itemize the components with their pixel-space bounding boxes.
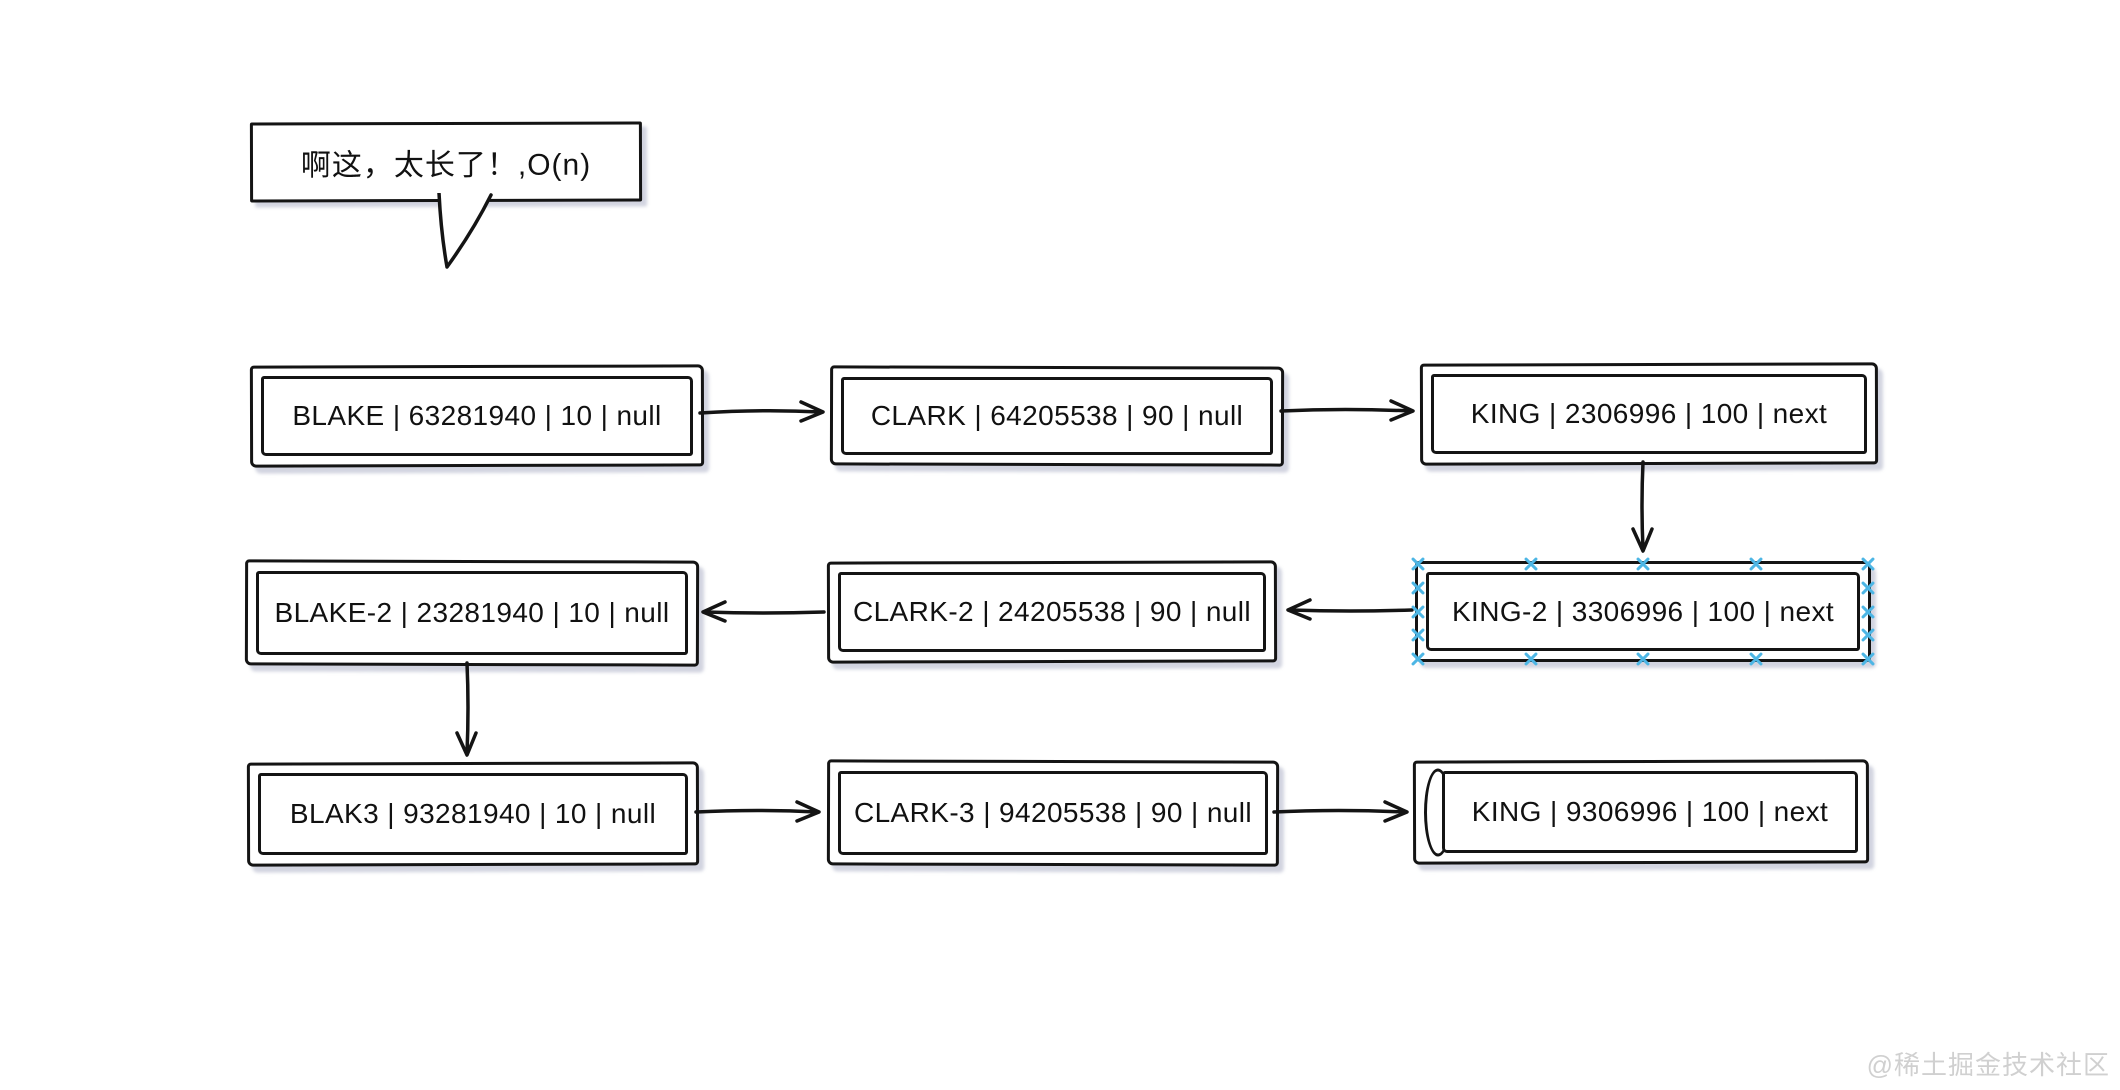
node-label: BLAKE | 63281940 | 10 | null	[292, 400, 662, 431]
selection-handle-icon[interactable]	[1409, 555, 1427, 573]
selection-handle-icon[interactable]	[1634, 555, 1652, 573]
arrow-blake-2-to-blak3[interactable]	[455, 661, 478, 757]
node-label: KING | 9306996 | 100 | next	[1471, 795, 1829, 827]
node-king-3-inner: KING | 9306996 | 100 | next	[1442, 770, 1858, 853]
node-label: KING | 2306996 | 100 | next	[1470, 398, 1828, 429]
node-clark-3-inner: CLARK-3 | 94205538 | 90 | null	[838, 771, 1268, 855]
selection-handle-icon[interactable]	[1859, 626, 1877, 644]
node-blake[interactable]: BLAKE | 63281940 | 10 | null	[249, 364, 705, 468]
arrow-king-to-king-2[interactable]	[1631, 460, 1654, 553]
selection-handle-icon[interactable]	[1522, 650, 1540, 668]
selection-handle-icon[interactable]	[1409, 579, 1427, 597]
node-king-2[interactable]: KING-2 | 3306996 | 100 | next	[1415, 561, 1871, 662]
arrow-clark-3-to-king-3[interactable]	[1272, 800, 1409, 823]
node-label: KING-2 | 3306996 | 100 | next	[1451, 595, 1835, 627]
watermark: @稀土掘金技术社区	[1866, 1050, 2110, 1080]
node-clark-3[interactable]: CLARK-3 | 94205538 | 90 | null	[826, 759, 1280, 867]
node-king-inner: KING | 2306996 | 100 | next	[1431, 374, 1867, 454]
arrow-clark-to-king[interactable]	[1279, 399, 1415, 422]
node-clark-2-inner: CLARK-2 | 24205538 | 90 | null	[838, 572, 1266, 652]
node-label: BLAK3 | 93281940 | 10 | null	[289, 798, 657, 829]
node-king[interactable]: KING | 2306996 | 100 | next	[1419, 362, 1879, 466]
node-blake-2[interactable]: BLAKE-2 | 23281940 | 10 | null	[244, 559, 700, 667]
arrow-king-2-to-clark-2[interactable]	[1286, 598, 1414, 621]
speech-bubble[interactable]: 啊这，太长了！,O(n)	[249, 121, 643, 203]
selection-handle-icon[interactable]	[1409, 603, 1427, 621]
selection-handle-icon[interactable]	[1859, 603, 1877, 621]
node-king-2-inner: KING-2 | 3306996 | 100 | next	[1426, 572, 1860, 651]
node-blak3[interactable]: BLAK3 | 93281940 | 10 | null	[246, 761, 700, 867]
node-blake-2-inner: BLAKE-2 | 23281940 | 10 | null	[256, 571, 688, 655]
node-label: CLARK-2 | 24205538 | 90 | null	[852, 596, 1252, 627]
selection-handle-icon[interactable]	[1522, 555, 1540, 573]
selection-handle-icon[interactable]	[1409, 650, 1427, 668]
selection-handle-icon[interactable]	[1747, 650, 1765, 668]
arrow-blak3-to-clark-3[interactable]	[694, 800, 821, 823]
speech-bubble-text: 啊这，太长了！,O(n)	[300, 148, 592, 183]
arrow-blake-to-clark[interactable]	[698, 400, 825, 423]
selection-handle-icon[interactable]	[1859, 579, 1877, 597]
arrow-clark-2-to-blake-2[interactable]	[701, 600, 826, 623]
selection-handle-icon[interactable]	[1634, 650, 1652, 668]
selection-handle-icon[interactable]	[1859, 555, 1877, 573]
node-blak3-inner: BLAK3 | 93281940 | 10 | null	[258, 773, 688, 855]
node-label: CLARK-3 | 94205538 | 90 | null	[853, 797, 1253, 828]
speech-bubble-tail	[437, 193, 493, 269]
node-label: CLARK | 64205538 | 90 | null	[870, 400, 1244, 431]
selection-handle-icon[interactable]	[1859, 650, 1877, 668]
node-blake-inner: BLAKE | 63281940 | 10 | null	[261, 376, 693, 456]
node-clark[interactable]: CLARK | 64205538 | 90 | null	[829, 365, 1285, 467]
selection-handle-icon[interactable]	[1747, 555, 1765, 573]
node-label: BLAKE-2 | 23281940 | 10 | null	[274, 597, 670, 628]
node-clark-2[interactable]: CLARK-2 | 24205538 | 90 | null	[826, 560, 1278, 664]
node-clark-inner: CLARK | 64205538 | 90 | null	[841, 377, 1273, 455]
selection-handle-icon[interactable]	[1409, 626, 1427, 644]
node-king-3[interactable]: KING | 9306996 | 100 | next	[1412, 759, 1870, 865]
